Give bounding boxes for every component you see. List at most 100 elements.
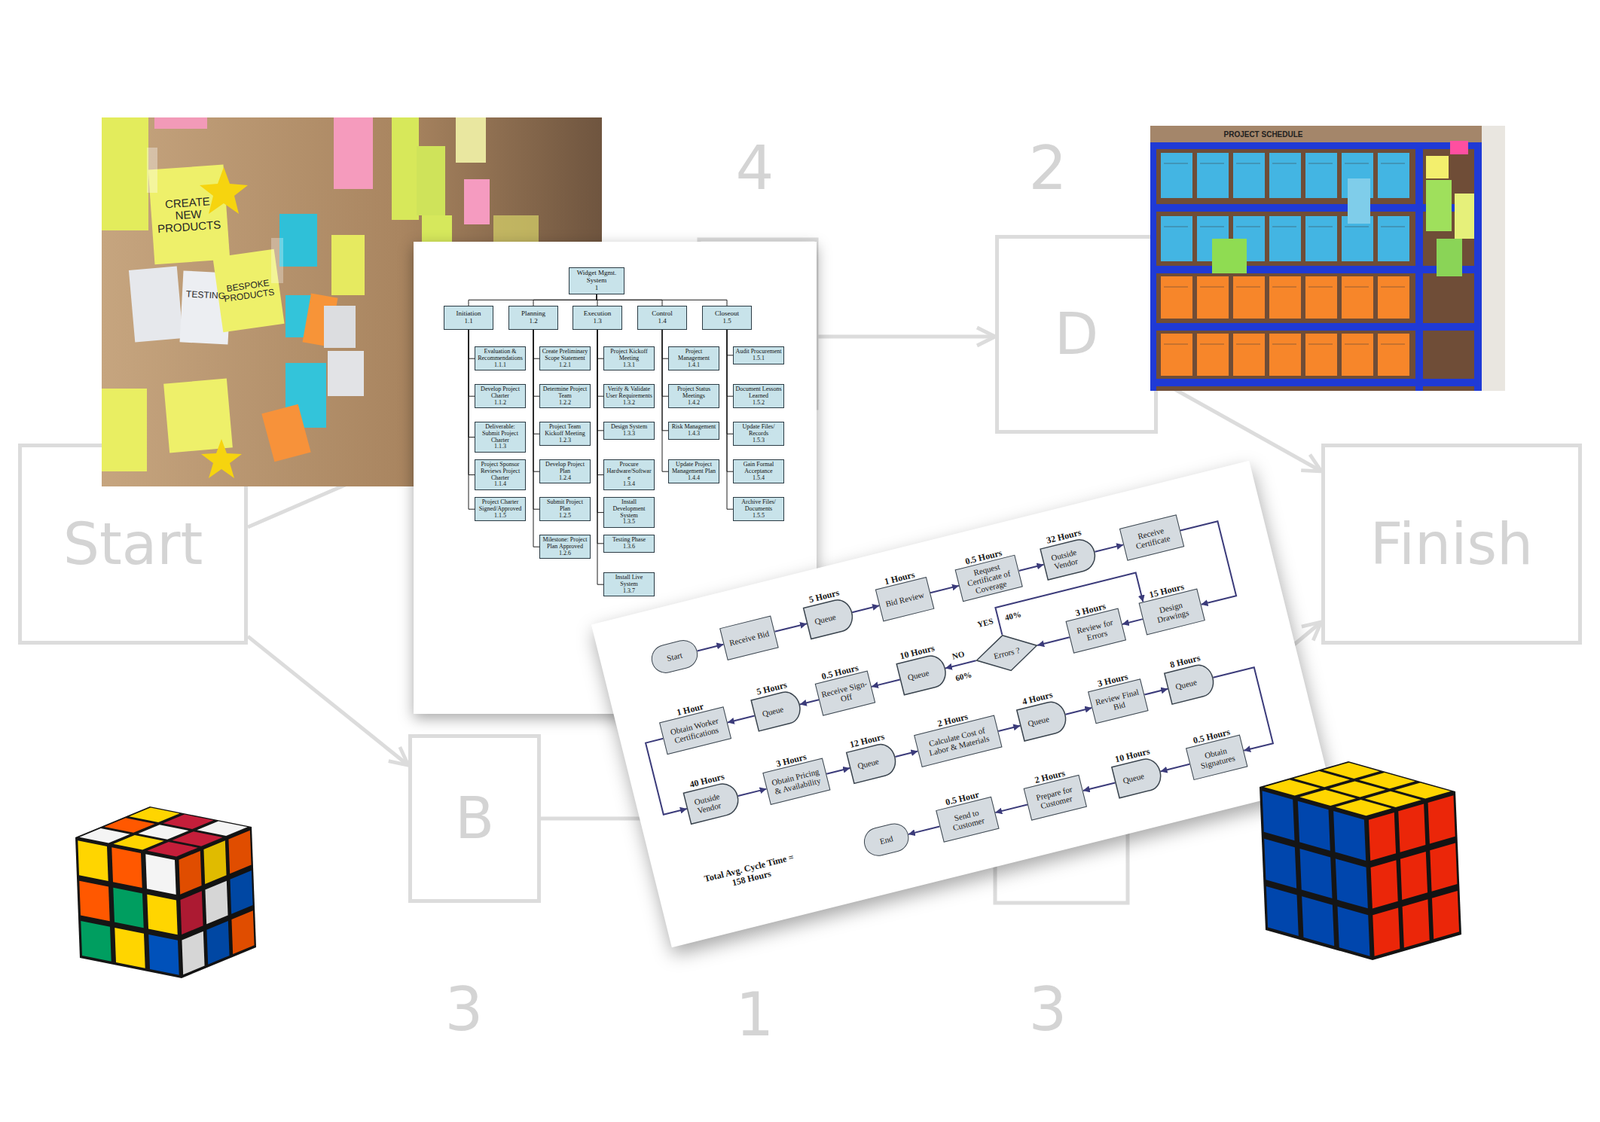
wbs-label: 1.4 [639,317,685,326]
schedule-board-illustration-part [1377,152,1410,199]
connector [533,294,597,306]
wbs-label: Project Team Kickoff Meeting [541,424,589,438]
step-label: Bid Review [884,590,926,609]
wbs-box: Project Status Meetings1.4.2 [668,384,720,409]
wbs-label: 1.3.5 [605,519,653,526]
wbs-label: Planning [510,310,556,318]
sticky-notes-illustration-part [323,305,356,349]
wbs-box: Project Management1.4.1 [668,346,720,371]
handwritten-note: TESTING [182,289,230,302]
wbs-label: Execution [574,310,620,318]
wbs-label: Project Management [670,348,718,363]
schedule-board-illustration-part [1269,333,1301,376]
step-label: Obtain Worker Certifications [664,714,727,747]
wbs-label: Gain Formal Acceptance [735,461,782,476]
terminal-shape: End [861,820,912,859]
schedule-board-illustration-part [1474,142,1482,391]
schedule-board-illustration-part [1233,333,1265,376]
wbs-label: Install Development System [605,499,653,520]
schedule-board-illustration-part [1269,152,1301,199]
cube-illustration-part [1335,858,1368,909]
schedule-board-illustration-part [1150,323,1482,331]
schedule-board-illustration-part [1377,216,1410,262]
process-box: Receive Certificate [1119,514,1185,562]
cube-illustration-part [1262,790,1295,841]
duration-number-holder: 2 [1029,138,1068,199]
schedule-board-illustration [1150,125,1506,391]
schedule-board-illustration-part [1150,378,1482,387]
connector [468,329,475,510]
wbs-label: Audit Procurement [735,348,782,356]
step-label: Review Final Bid [1093,687,1143,716]
rubiks-cube-scrambled [75,806,260,983]
cube-illustration-part [114,928,145,969]
connector [871,679,901,687]
connector [533,329,540,472]
wbs-label: 1.3 [574,317,620,326]
wbs-box: Verify & Validate User Requirements1.3.2 [603,384,655,409]
duration-label-holder: 0.5 Hours [820,662,860,683]
wbs-box: Design System1.3.3 [603,421,655,440]
schedule-board-illustration-part [1163,163,1405,165]
step-label: Obtain Signatures [1190,742,1243,773]
connector [945,660,977,669]
process-box: 2 HoursCalculate Cost of Labor & Materia… [913,715,1002,768]
cube-illustration-part [1323,763,1381,779]
connector [738,789,767,797]
connector [597,329,604,544]
process-box: 1 HoursBid Review [875,577,935,623]
duration-label-holder: 0.5 Hours [1191,727,1231,748]
connector [597,329,604,513]
terminal-shape: Start [648,637,701,677]
duration-number-holder: 1 [735,985,775,1046]
sticky-notes-illustration-part [146,147,158,193]
wbs-box: Evaluation & Recommendations1.1.1 [474,346,526,371]
sticky-notes-illustration-part [464,179,490,225]
wbs-label: Deliverable: Submit Project Charter [476,424,524,444]
network-label: D [1054,305,1100,364]
connector [930,586,959,593]
probability-label-holder: 40% [1002,609,1024,623]
sticky-notes-illustration-part [327,351,364,397]
connector [995,804,1028,813]
wbs-box: Project Charter Signed/Approved1.1.5 [474,497,526,522]
sticky-notes-illustration-part [261,404,311,463]
sticky-notes-illustration-part [271,238,284,284]
wbs-label: Archive Files/ Documents [735,499,782,513]
wbs-box: Update Files/ Records1.5.3 [732,421,785,446]
sticky-notes-illustration-part [148,164,231,266]
schedule-board-illustration-part [1160,333,1193,376]
wbs-label: 1.4.2 [670,400,718,407]
wbs-label: 1.2.5 [541,512,589,520]
wbs-label: 1.5.1 [735,355,782,363]
duration-label: 3 Hours [775,752,808,770]
wbs-label: 1.1.3 [476,443,524,451]
step-label: Calculate Cost of Labor & Materials [919,723,997,760]
step-label: Prepare for Customer [1029,783,1082,813]
connector [697,644,724,652]
wbs-label: 1.2.6 [541,550,589,558]
schedule-board-illustration-part [1454,193,1475,239]
process-box: 0.5 HourSend to Customer [935,796,999,843]
sticky-notes-illustration-part [455,117,486,163]
connector [800,699,819,705]
schedule-board-illustration-part [1305,276,1338,319]
schedule-board-illustration-part [1160,152,1193,199]
process-box: 0.5 HoursReceive Sign-Off [815,671,877,717]
wbs-label: 1.3.1 [605,362,653,370]
edge-label: YES [974,616,996,630]
wbs-box: Procure Hardware/Software1.3.4 [603,459,655,491]
cube-illustration-part [1264,839,1297,889]
duration-number-holder: 3 [445,980,484,1041]
schedule-board-illustration-part [1150,142,1482,391]
duration-number: 1 [735,985,775,1046]
schedule-board-illustration-part [1160,276,1193,319]
cube-illustration-part [80,921,111,962]
wbs-label: 1.5.4 [735,475,782,483]
schedule-board-illustration-part [1377,333,1410,376]
wbs-label: Risk Management [670,424,718,431]
network-box: B [408,734,541,904]
edge-label-holder: YES [974,616,996,630]
queue-shape: 12 HoursQueue [845,741,900,785]
wbs-label: 1.4.1 [670,362,718,370]
